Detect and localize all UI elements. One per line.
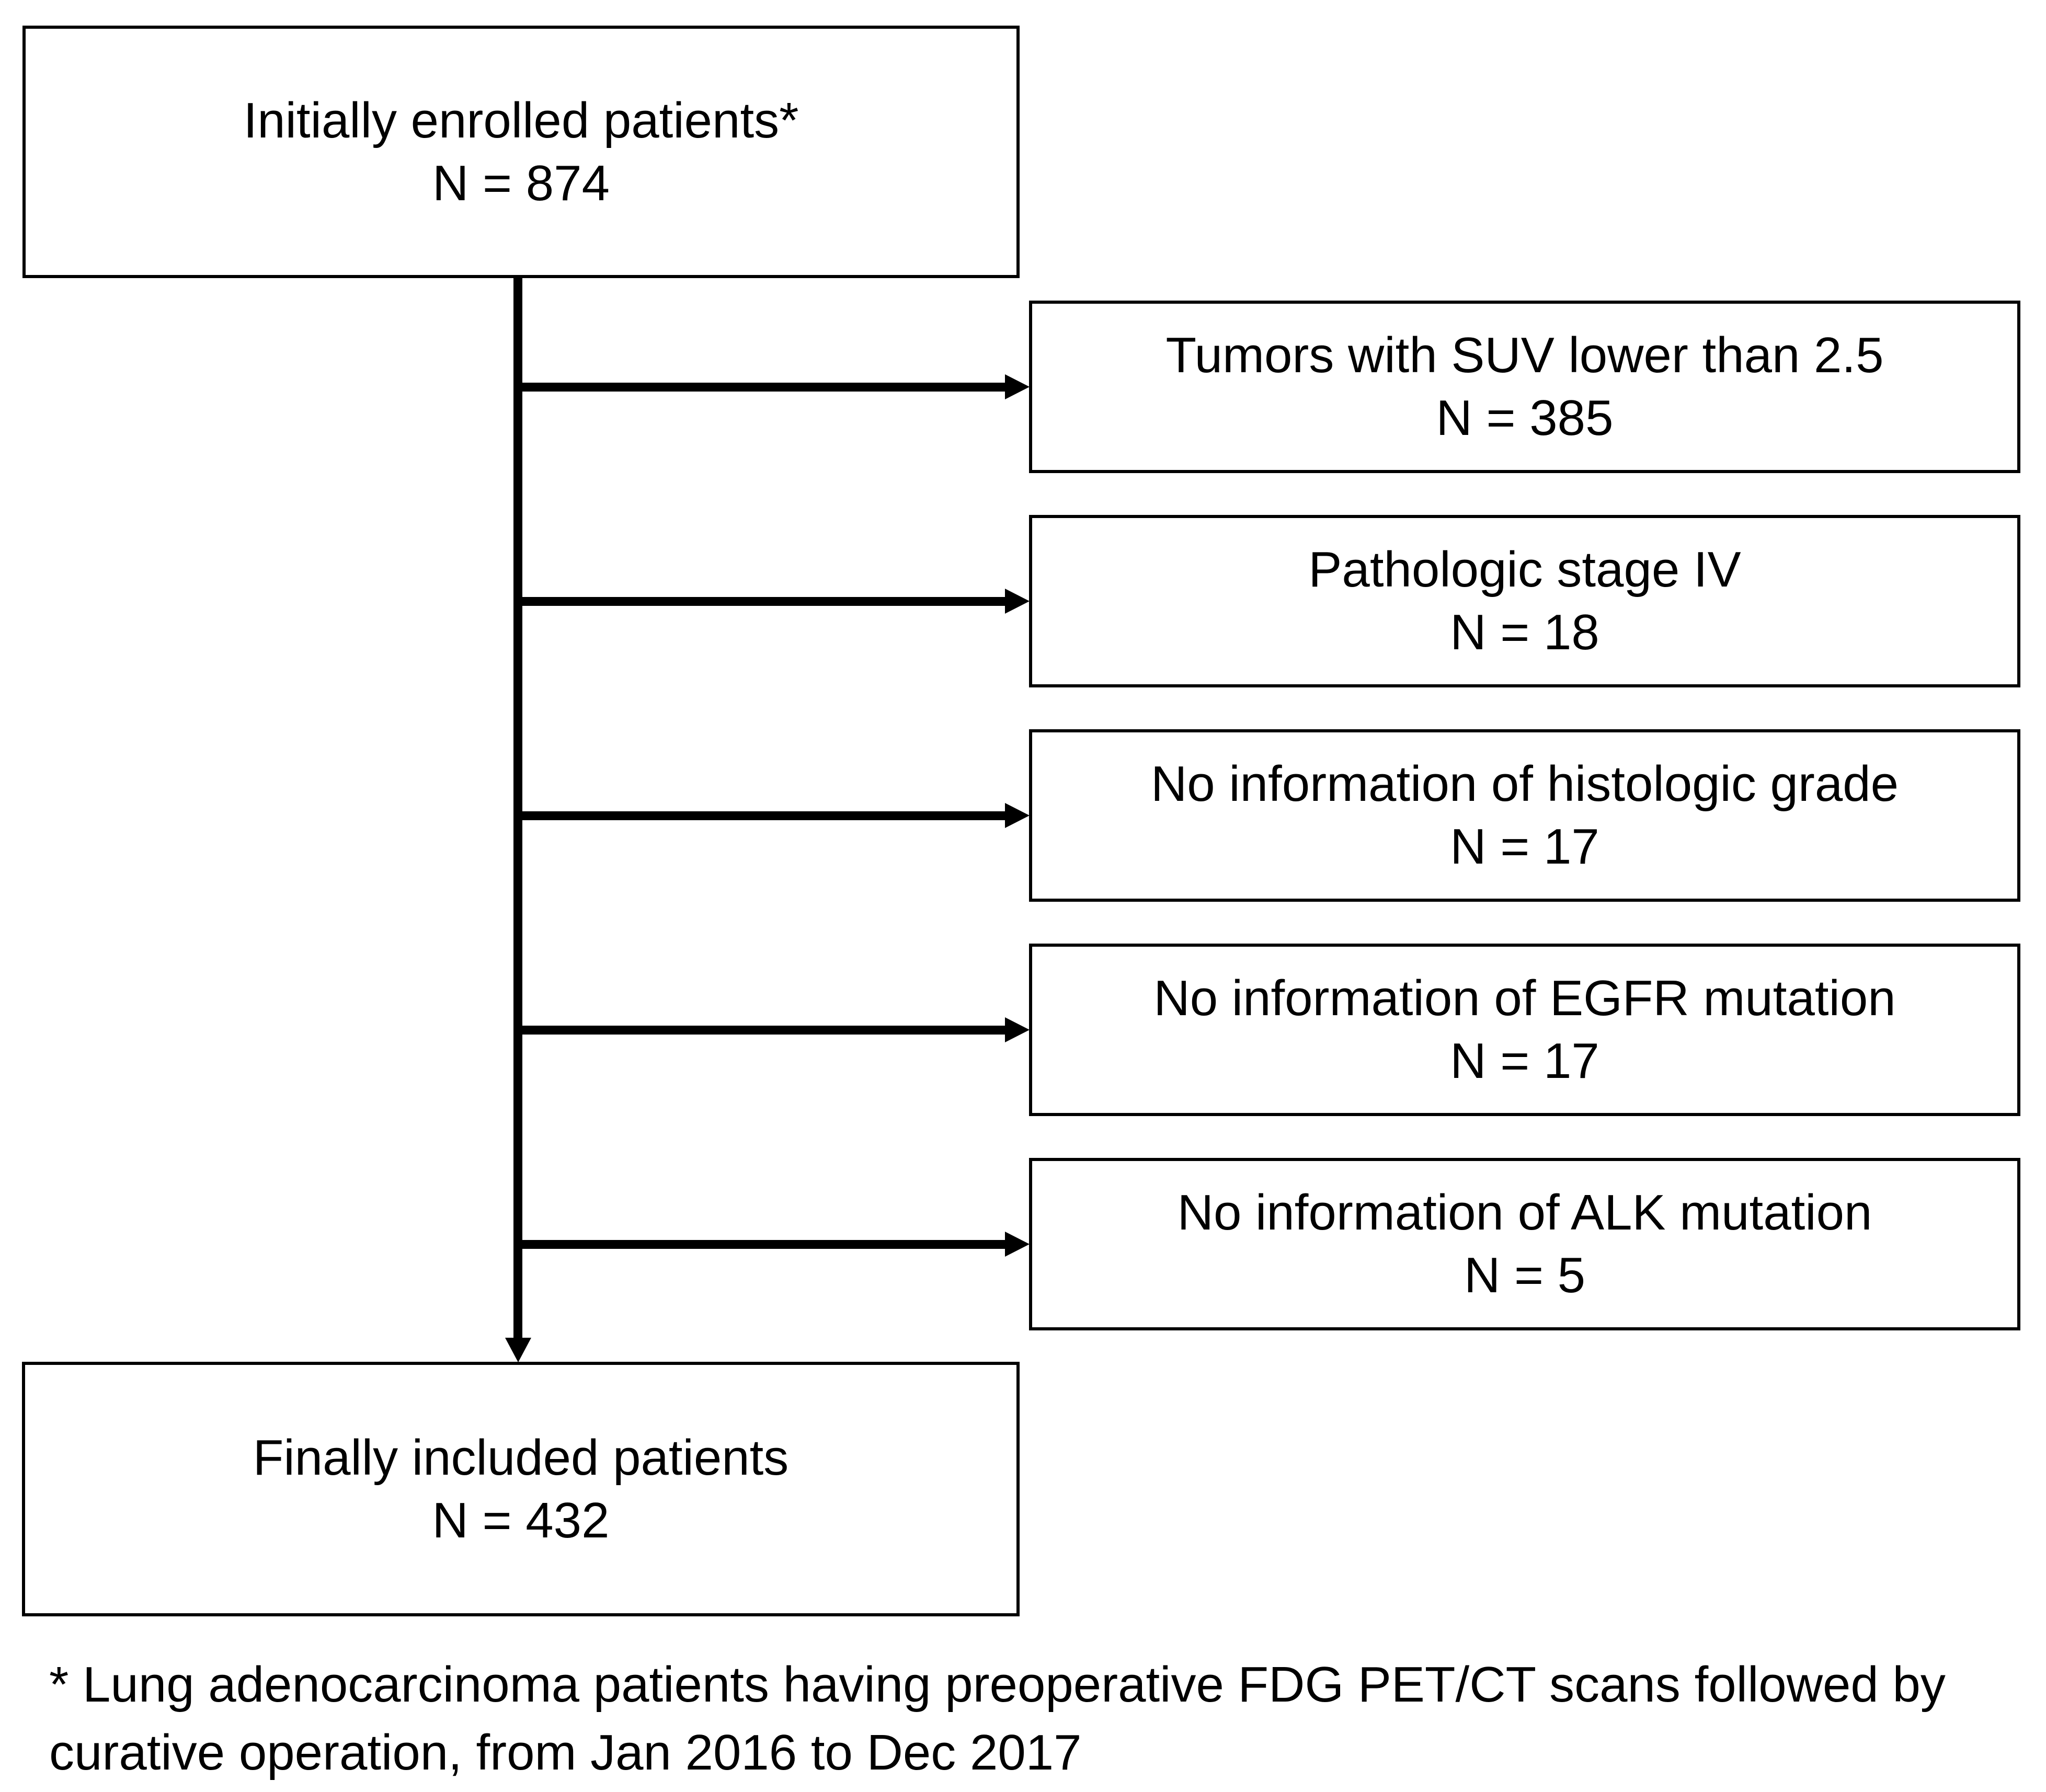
exclusion-count: N = 18 (1450, 604, 1599, 660)
exclusion-arrow-5 (520, 1240, 1007, 1249)
box-exclusion-histologic-grade: No information of histologic grade N = 1… (1029, 729, 2020, 902)
box-exclusion-stage-iv: Pathologic stage IV N = 18 (1029, 515, 2020, 687)
exclusion-arrow-3 (520, 811, 1007, 820)
box-finally-included: Finally included patients N = 432 (22, 1362, 1020, 1616)
arrowhead-right-icon (1005, 1232, 1030, 1257)
exclusion-count: N = 17 (1450, 1033, 1599, 1089)
initially-enrolled-label: Initially enrolled patients* (243, 92, 799, 148)
exclusion-count: N = 5 (1464, 1247, 1586, 1303)
exclusion-arrow-4 (520, 1026, 1007, 1035)
box-initially-enrolled: Initially enrolled patients* N = 874 (22, 26, 1020, 278)
exclusion-label: No information of ALK mutation (1177, 1185, 1872, 1240)
exclusion-arrow-1 (520, 383, 1007, 392)
exclusion-label: Tumors with SUV lower than 2.5 (1165, 327, 1884, 383)
arrowhead-down-icon (505, 1338, 531, 1362)
exclusion-label: Pathologic stage IV (1308, 542, 1741, 598)
finally-included-count: N = 432 (432, 1492, 610, 1548)
exclusion-label: No information of EGFR mutation (1153, 970, 1896, 1026)
exclusion-count: N = 17 (1450, 819, 1599, 875)
exclusion-label: No information of histologic grade (1150, 756, 1899, 812)
initially-enrolled-count: N = 874 (432, 155, 610, 211)
arrowhead-right-icon (1005, 374, 1030, 399)
exclusion-arrow-2 (520, 597, 1007, 606)
finally-included-label: Finally included patients (253, 1429, 789, 1486)
arrowhead-right-icon (1005, 803, 1030, 828)
flow-vertical-line (513, 277, 522, 1341)
exclusion-count: N = 385 (1436, 390, 1614, 446)
box-exclusion-alk: No information of ALK mutation N = 5 (1029, 1158, 2020, 1330)
box-exclusion-egfr: No information of EGFR mutation N = 17 (1029, 944, 2020, 1116)
arrowhead-right-icon (1005, 589, 1030, 614)
footnote: * Lung adenocarcinoma patients having pr… (49, 1657, 1946, 1780)
arrowhead-right-icon (1005, 1017, 1030, 1042)
box-exclusion-suv: Tumors with SUV lower than 2.5 N = 385 (1029, 301, 2020, 473)
